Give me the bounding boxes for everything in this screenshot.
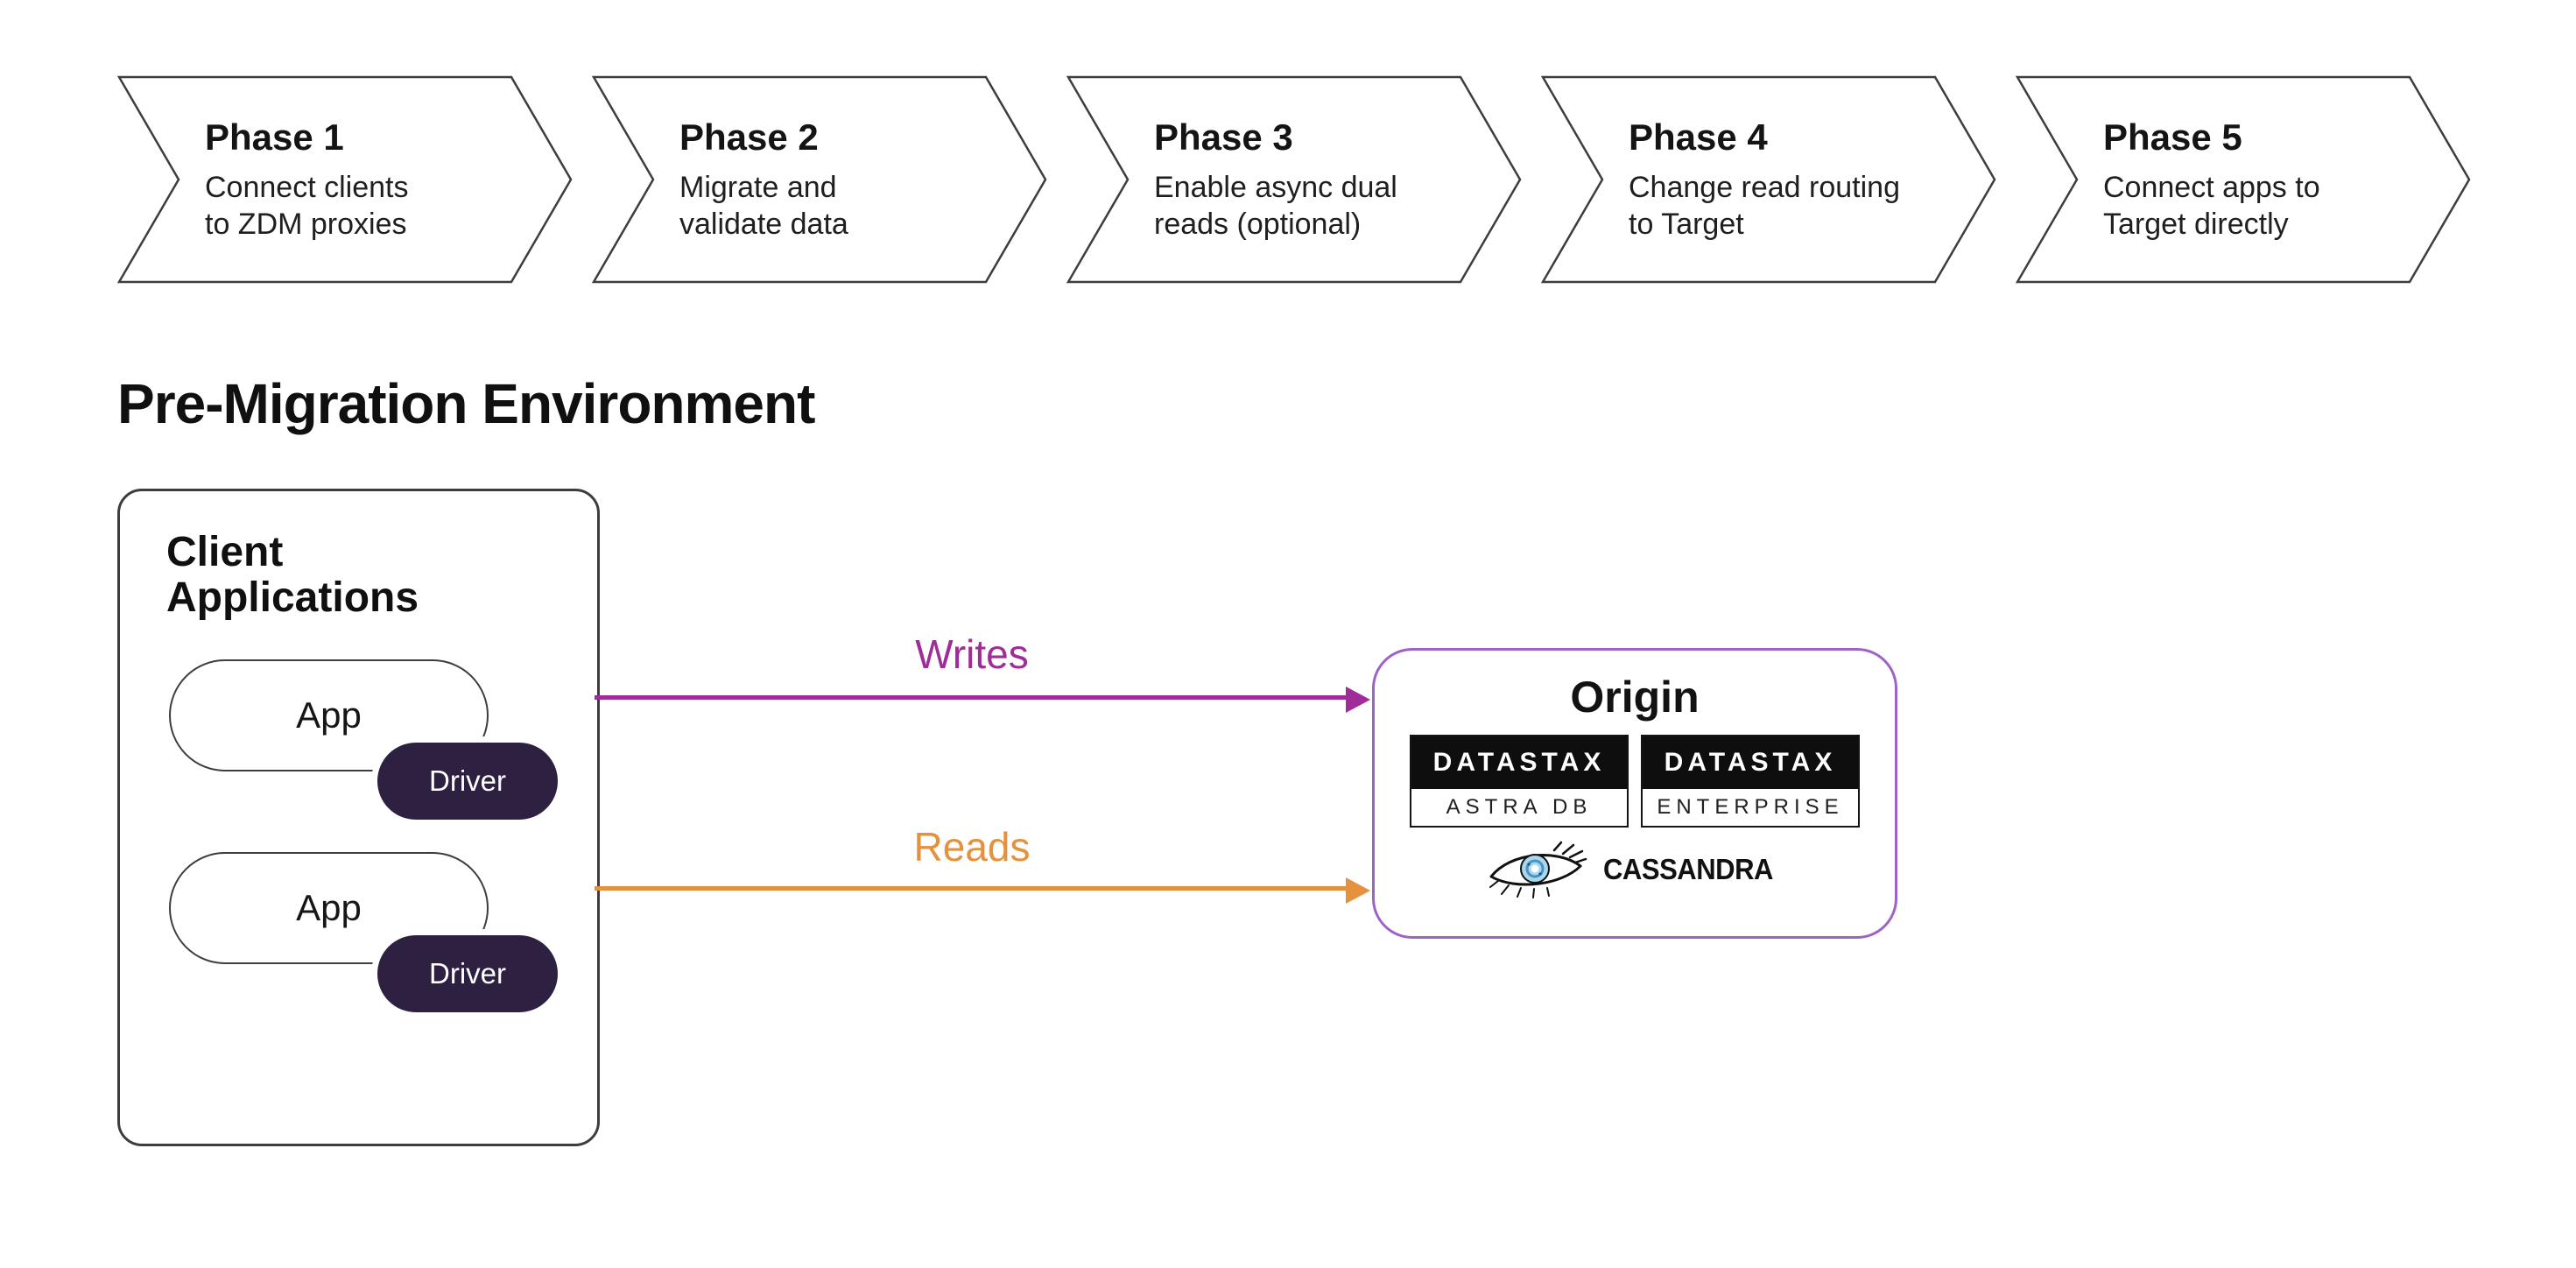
phase-title: Phase 1 (205, 116, 344, 158)
cassandra-logo-row: CASSANDRA (1486, 840, 1784, 899)
datastax-badges: DATASTAX ASTRA DB DATASTAX ENTERPRISE (1410, 735, 1860, 828)
phase-title: Phase 5 (2103, 116, 2242, 158)
driver-label: Driver (429, 957, 506, 990)
writes-label: Writes (915, 631, 1029, 677)
writes-arrow-line (595, 695, 1349, 700)
chevron-shape (1066, 75, 1522, 284)
enterprise-label: ENTERPRISE (1657, 795, 1844, 819)
driver-label: Driver (429, 764, 506, 797)
phase-description: Change read routing to Target (1629, 171, 1901, 241)
datastax-enterprise-badge: DATASTAX ENTERPRISE (1641, 735, 1860, 828)
astra-db-label: ASTRA DB (1446, 795, 1593, 819)
chevron-shape (2016, 75, 2471, 284)
reads-arrowhead-icon (1346, 877, 1370, 904)
cassandra-eye-icon (1489, 841, 1587, 898)
phase-3-chevron: Phase 3 Enable async dual reads (optiona… (1066, 75, 1522, 284)
phase-1-chevron: Phase 1 Connect clients to ZDM proxies (117, 75, 573, 284)
cassandra-label: CASSANDRA (1602, 853, 1773, 885)
writes-arrowhead-icon (1346, 687, 1370, 713)
app-label: App (296, 887, 362, 928)
phase-description: Connect clients to ZDM proxies (205, 171, 409, 241)
datastax-logo: DATASTAX (1643, 736, 1858, 789)
phase-title: Phase 3 (1154, 116, 1293, 158)
driver-pill: Driver (377, 743, 558, 820)
phase-description: Connect apps to Target directly (2103, 171, 2320, 241)
phase-title: Phase 2 (679, 116, 819, 158)
chevron-shape (1541, 75, 1996, 284)
phase-4-chevron: Phase 4 Change read routing to Target (1541, 75, 1996, 284)
phase-title: Phase 4 (1629, 116, 1768, 158)
phase-2-chevron: Phase 2 Migrate and validate data (592, 75, 1047, 284)
datastax-astra-db-badge: DATASTAX ASTRA DB (1410, 735, 1629, 828)
app-label: App (296, 694, 362, 736)
client-applications-title: Client Applications (166, 529, 419, 621)
reads-label: Reads (913, 824, 1031, 870)
driver-pill: Driver (377, 935, 558, 1012)
origin-box: Origin DATASTAX ASTRA DB DATASTAX ENTERP… (1372, 648, 1897, 939)
chevron-shape (117, 75, 573, 284)
phase-row: Phase 1 Connect clients to ZDM proxies P… (117, 75, 2471, 284)
client-applications-box: Client Applications App Driver App Drive… (117, 489, 600, 1146)
phase-description: Migrate and validate data (679, 171, 848, 241)
reads-arrow-line (595, 886, 1349, 891)
phase-description: Enable async dual reads (optional) (1154, 171, 1397, 241)
datastax-logo: DATASTAX (1411, 736, 1627, 789)
origin-title: Origin (1570, 673, 1700, 722)
phase-5-chevron: Phase 5 Connect apps to Target directly (2016, 75, 2471, 284)
chevron-shape (592, 75, 1047, 284)
section-title: Pre-Migration Environment (117, 372, 815, 435)
